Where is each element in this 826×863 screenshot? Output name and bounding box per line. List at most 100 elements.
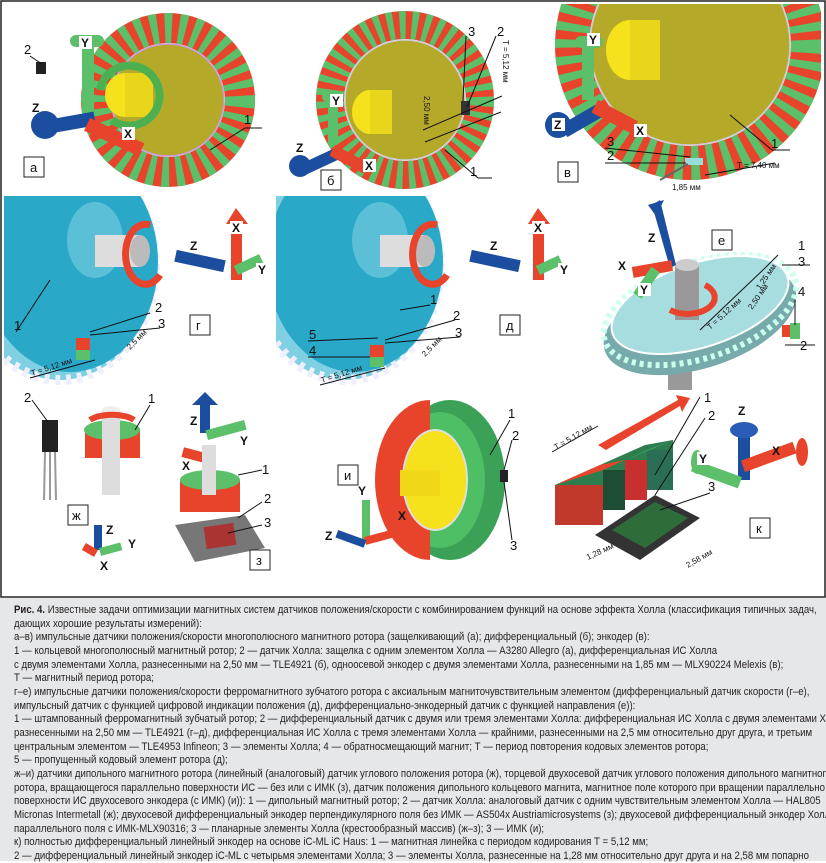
svg-text:Y: Y	[258, 263, 266, 277]
figure-caption: Рис. 4. Известные задачи оптимизации маг…	[0, 598, 826, 862]
svg-text:Y: Y	[358, 484, 366, 498]
svg-text:3: 3	[455, 325, 462, 340]
svg-text:2: 2	[264, 491, 271, 506]
svg-text:1: 1	[14, 318, 21, 333]
svg-text:X: X	[772, 444, 780, 458]
svg-text:3: 3	[468, 24, 475, 39]
caption-line: ротора, вращающегося параллельно поверхн…	[14, 781, 825, 794]
svg-text:X: X	[365, 159, 373, 173]
svg-text:1: 1	[508, 406, 515, 421]
caption-line: 1 — кольцевой многополюсный магнитный ро…	[14, 644, 718, 657]
caption-line: Рис. 4. Известные задачи оптимизации маг…	[14, 604, 817, 616]
svg-text:X: X	[618, 259, 626, 273]
svg-text:3: 3	[510, 538, 517, 553]
svg-text:2: 2	[453, 308, 460, 323]
svg-text:Z: Z	[296, 141, 303, 155]
svg-text:2: 2	[155, 300, 162, 315]
caption-line: ж–и) датчики дипольного магнитного ротор…	[14, 767, 826, 780]
caption-line: Т — магнитный период ротора;	[14, 672, 154, 685]
svg-text:T = 5,12 мм: T = 5,12 мм	[501, 40, 510, 83]
svg-text:2: 2	[24, 42, 31, 57]
panel-i: 1 2 3 Y X Z и	[325, 400, 519, 560]
panel-e: Z X Y 1 3 4 2 1,25 мм 2,50 мм T = 5,12 м…	[600, 200, 815, 390]
caption-line: разнесенными на 2,50 мм — TLE4921 (г–д),…	[14, 726, 813, 739]
axis-y-label: Y	[81, 36, 89, 50]
svg-text:Y: Y	[560, 263, 568, 277]
caption-line: г–е) импульсные датчики положения/скорос…	[14, 685, 810, 698]
panel-letter: а	[30, 160, 38, 175]
svg-text:к: к	[756, 521, 762, 536]
caption-line: с двумя элементами Холла, разнесенными н…	[14, 658, 784, 671]
svg-text:1: 1	[771, 136, 778, 151]
svg-text:3: 3	[798, 254, 805, 269]
svg-text:б: б	[327, 173, 334, 188]
svg-text:3: 3	[708, 479, 715, 494]
panel-b: Y Z X 3 2 2,50 мм T = 5,12 мм 1 б	[289, 11, 510, 191]
svg-text:и: и	[344, 468, 351, 483]
panel-g: Z X Y 1 2 3 2,5 мм T = 5,12 мм г	[4, 196, 269, 385]
panel-letter-box	[23, 156, 45, 178]
svg-text:г: г	[196, 318, 201, 333]
rotation-arrow	[96, 61, 164, 130]
svg-text:X: X	[398, 509, 406, 523]
svg-text:е: е	[718, 233, 725, 248]
caption-line: дающих хорошие результаты измерений):	[14, 617, 202, 630]
svg-text:3: 3	[264, 515, 271, 530]
figure-drawing: Y Z X 2 1 а Y Z X 3 2 2,50 мм T = 5,12 м…	[0, 0, 826, 598]
svg-text:Y: Y	[699, 452, 707, 466]
svg-text:X: X	[100, 559, 108, 573]
svg-text:2: 2	[497, 24, 504, 39]
svg-text:X: X	[232, 221, 240, 235]
svg-text:X: X	[534, 221, 542, 235]
svg-text:Z: Z	[738, 404, 745, 418]
svg-text:1: 1	[148, 391, 155, 406]
svg-text:1: 1	[470, 164, 477, 179]
svg-text:з: з	[256, 553, 262, 568]
svg-text:Z: Z	[190, 414, 197, 428]
svg-text:1: 1	[262, 462, 269, 477]
svg-text:T = 7,40 мм: T = 7,40 мм	[737, 161, 780, 170]
panel-v: Y Z X 3 2 1 T = 7,40 мм 1,85 мм в	[545, 4, 821, 192]
svg-text:Z: Z	[648, 231, 655, 245]
svg-text:Z: Z	[325, 529, 332, 543]
svg-text:2: 2	[512, 428, 519, 443]
svg-text:4: 4	[798, 284, 805, 299]
svg-text:3: 3	[158, 316, 165, 331]
svg-text:2,50 мм: 2,50 мм	[422, 96, 431, 125]
svg-text:Z: Z	[490, 239, 497, 253]
svg-text:Z: Z	[554, 118, 561, 132]
panel-z: X Y Z 1 2 3 з	[175, 392, 271, 571]
svg-text:X: X	[182, 459, 190, 473]
svg-text:1: 1	[798, 238, 805, 253]
svg-text:Y: Y	[589, 33, 597, 47]
caption-line: к) полностью дифференциальный линейный э…	[14, 836, 649, 849]
caption-line: параллельного поля с ИМК-MLX90316; 3 — п…	[14, 822, 545, 835]
svg-text:Y: Y	[332, 94, 340, 108]
panel-zh: 2 1 ж Z Y X	[24, 390, 155, 573]
svg-text:1: 1	[244, 112, 251, 127]
svg-text:3: 3	[607, 134, 614, 149]
axis-z-label: Z	[106, 523, 113, 537]
svg-text:1: 1	[430, 292, 437, 307]
caption-line: а–в) импульсные датчики положения/скорос…	[14, 631, 650, 644]
panel-a: Y Z X 2 1 а	[23, 13, 262, 187]
caption-line: поверхности ИС двухосевого энкодера (с И…	[14, 795, 821, 808]
svg-text:1: 1	[704, 390, 711, 405]
axis-x-label: X	[124, 127, 132, 141]
svg-text:2: 2	[607, 148, 614, 163]
svg-text:ж: ж	[72, 508, 81, 523]
svg-text:5: 5	[309, 327, 316, 342]
svg-text:Y: Y	[128, 537, 136, 551]
svg-text:2: 2	[24, 390, 31, 405]
caption-line: 5 — пропущенный кодовый элемент ротора (…	[14, 754, 228, 767]
figure: Y Z X 2 1 а Y Z X 3 2 2,50 мм T = 5,12 м…	[0, 0, 826, 598]
svg-text:Z: Z	[190, 239, 197, 253]
svg-text:X: X	[636, 124, 644, 138]
figure-label: Рис. 4.	[14, 604, 46, 616]
svg-text:2: 2	[708, 408, 715, 423]
caption-line: центральным элементом — TLE4953 Infineon…	[14, 740, 709, 753]
svg-text:1,85 мм: 1,85 мм	[672, 183, 701, 192]
svg-text:4: 4	[309, 343, 316, 358]
svg-text:в: в	[564, 165, 571, 180]
svg-text:д: д	[506, 318, 514, 333]
